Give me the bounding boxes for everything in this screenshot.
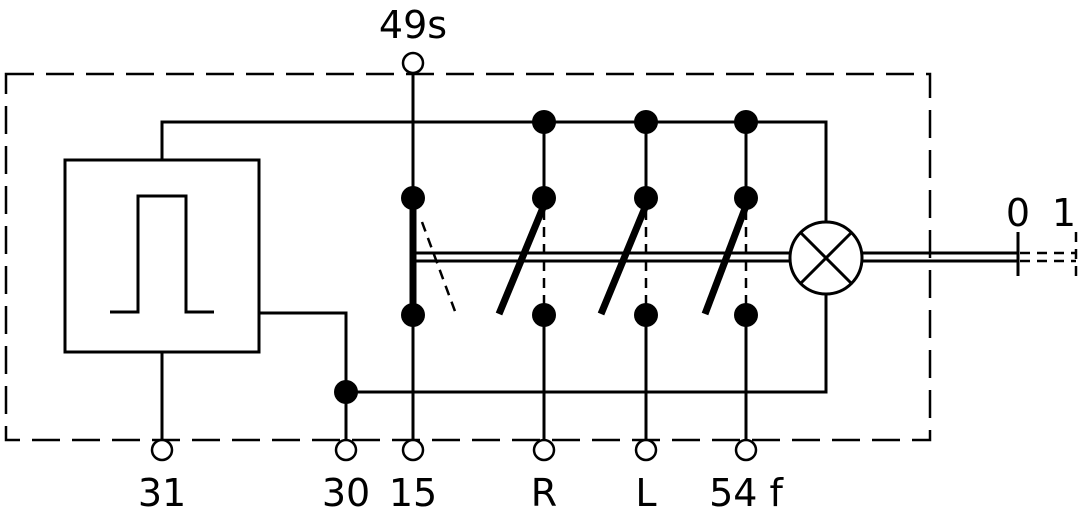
junction-dot [734,186,758,210]
terminal-r [532,438,556,462]
label-54f: 54 f [709,471,784,513]
terminal-31 [150,438,174,462]
label-position-1: 1 [1052,191,1076,235]
label-position-0: 0 [1006,191,1030,235]
lamp-icon [788,220,864,296]
terminal-49s [401,51,425,75]
terminal-l [634,438,658,462]
top-bus-wire [160,120,828,233]
junction-dot [532,110,556,134]
lamp-return-wire [346,290,828,394]
label-49s: 49s [379,3,447,47]
junction-dot [334,380,358,404]
junction-dot [401,186,425,210]
junction-dot [634,110,658,134]
label-31: 31 [138,471,186,513]
label-r: R [531,471,557,513]
junction-dot [532,186,556,210]
switch-15-dashed-arm [420,221,458,315]
junction-dot [401,303,425,327]
label-30: 30 [322,471,370,513]
junction-dot [734,303,758,327]
pulse-generator-box [63,158,261,354]
terminal-15 [401,438,425,462]
label-l: L [635,471,656,513]
terminal-54f [734,438,758,462]
pulse-symbol [110,194,214,314]
junction-dot [532,303,556,327]
switch-column-54f [701,122,753,440]
junction-dot [634,303,658,327]
terminal-30 [334,438,358,462]
junction-dot [734,110,758,134]
housing-outline [4,72,932,442]
generator-to-30-wire [259,311,348,440]
label-15: 15 [389,471,437,513]
junction-dot [634,186,658,210]
